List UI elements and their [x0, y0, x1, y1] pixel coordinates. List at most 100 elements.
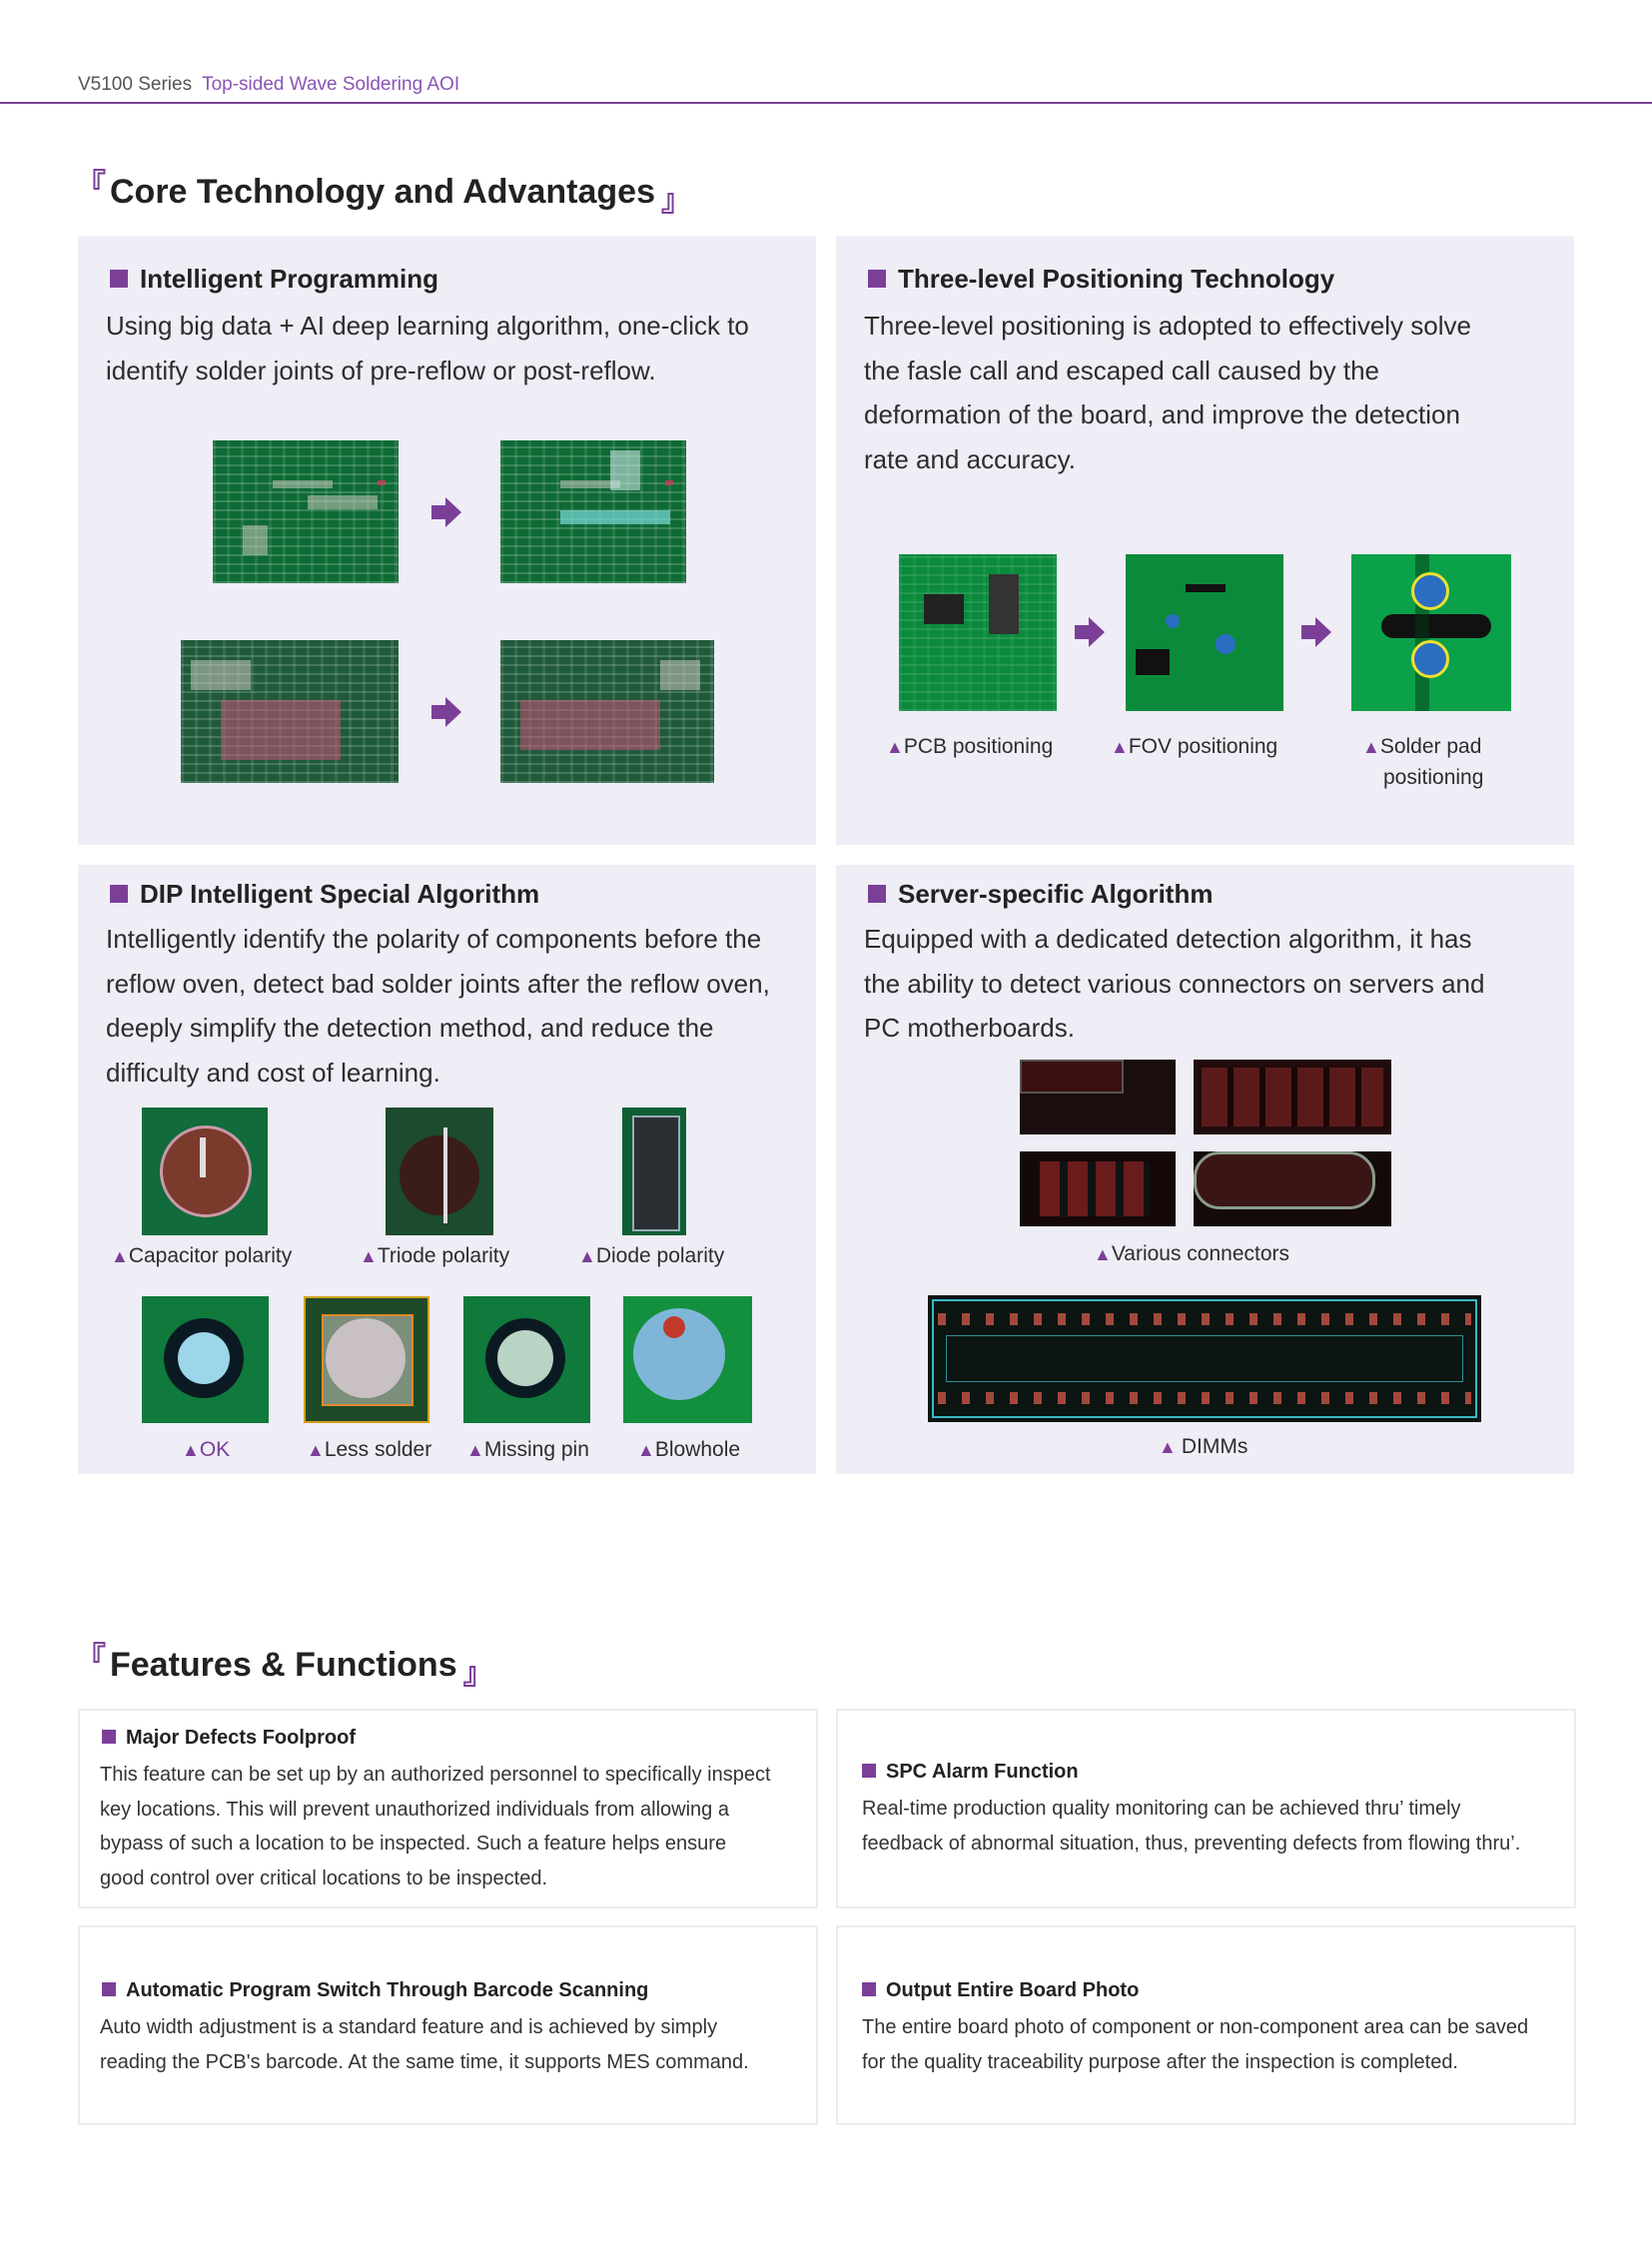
body-line: deeply simplify the detection method, an…: [106, 1013, 714, 1043]
caption-missing-pin: ▲Missing pin: [466, 1434, 589, 1466]
caption-text: Blowhole: [654, 1438, 741, 1461]
body-line: PC motherboards.: [864, 1013, 1075, 1043]
feature-body: This feature can be set up by an authori…: [100, 1758, 809, 1895]
triangle-icon: ▲: [637, 1440, 655, 1460]
dimm-image: [928, 1295, 1481, 1422]
caption-solder-pad-line2: positioning: [1383, 766, 1484, 789]
body-line: feedback of abnormal situation, thus, pr…: [862, 1832, 1521, 1855]
square-bullet-icon: [862, 1981, 876, 1996]
triangle-icon: ▲: [1111, 737, 1129, 757]
caption-text: Capacitor polarity: [128, 1244, 293, 1267]
less-solder-image: [304, 1296, 429, 1423]
body-line: Real-time production quality monitoring …: [862, 1798, 1461, 1820]
body-line: rate and accuracy.: [864, 443, 1076, 474]
triangle-icon: ▲: [466, 1440, 484, 1460]
pcb-positioning-image: [899, 554, 1057, 711]
caption-diode-polarity: ▲Diode polarity: [578, 1240, 724, 1272]
caption-ok: ▲OK: [182, 1434, 230, 1466]
connector-image-2: [1194, 1060, 1391, 1134]
pcb-image-post: [500, 440, 686, 583]
triangle-icon: ▲: [111, 1246, 129, 1266]
body-line: This feature can be set up by an authori…: [100, 1764, 771, 1786]
square-bullet-icon: [110, 270, 128, 289]
feature-title: Output Entire Board Photo: [862, 1979, 1139, 2002]
caption-text: FOV positioning: [1128, 735, 1278, 758]
ok-solder-image: [142, 1296, 269, 1423]
caption-text: Less solder: [324, 1438, 432, 1461]
triangle-icon: ▲: [182, 1440, 200, 1460]
caption-text: Various connectors: [1111, 1242, 1290, 1265]
feature-title: Automatic Program Switch Through Barcode…: [102, 1979, 648, 2002]
body-line: the ability to detect various connectors…: [864, 968, 1485, 999]
triangle-icon: ▲: [1159, 1437, 1182, 1457]
body-line: Three-level positioning is adopted to ef…: [864, 311, 1471, 341]
body-line: reflow oven, detect bad solder joints af…: [106, 968, 770, 999]
caption-capacitor-polarity: ▲Capacitor polarity: [111, 1240, 292, 1272]
body-line: Auto width adjustment is a standard feat…: [100, 2016, 718, 2038]
panel-title: Three-level Positioning Technology: [868, 264, 1334, 295]
caption-less-solder: ▲Less solder: [307, 1434, 431, 1466]
triangle-icon: ▲: [360, 1246, 378, 1266]
features-section-title: 『Features & Functions』: [76, 1641, 493, 1691]
triangle-icon: ▲: [578, 1246, 596, 1266]
panel-body: Equipped with a dedicated detection algo…: [864, 917, 1563, 1051]
fov-positioning-image: [1126, 554, 1283, 711]
bracket-open-icon: 『: [76, 1642, 106, 1675]
panel-body: Using big data + AI deep learning algori…: [106, 304, 805, 392]
feature-title: SPC Alarm Function: [862, 1761, 1079, 1784]
panel-title: Intelligent Programming: [110, 264, 438, 295]
features-title-text: Features & Functions: [110, 1646, 457, 1684]
connector-image-1: [1020, 1060, 1176, 1134]
feature-body: Real-time production quality monitoring …: [862, 1792, 1571, 1861]
caption-text: Diode polarity: [595, 1244, 725, 1267]
body-line: Equipped with a dedicated detection algo…: [864, 924, 1472, 954]
body-line: the fasle call and escaped call caused b…: [864, 355, 1380, 385]
panel-title-text: Intelligent Programming: [140, 264, 439, 294]
feature-title-text: Automatic Program Switch Through Barcode…: [126, 1979, 649, 2001]
body-line: Using big data + AI deep learning algori…: [106, 311, 749, 341]
square-bullet-icon: [110, 885, 128, 904]
body-line: bypass of such a location to be inspecte…: [100, 1833, 727, 1855]
panel-dip-algorithm: DIP Intelligent Special Algorithm Intell…: [78, 865, 816, 1474]
header-rule: [0, 0, 1652, 104]
core-title-text: Core Technology and Advantages: [110, 173, 655, 211]
body-line: deformation of the board, and improve th…: [864, 399, 1460, 429]
connector-image-3: [1020, 1151, 1176, 1226]
missing-pin-image: [463, 1296, 590, 1423]
blowhole-image: [623, 1296, 752, 1423]
triangle-icon: ▲: [1094, 1244, 1112, 1264]
feature-title-text: Output Entire Board Photo: [886, 1979, 1140, 2001]
arrow-right-icon: [431, 497, 461, 527]
series-subtitle: Top-sided Wave Soldering AOI: [202, 74, 460, 95]
arrow-right-icon: [1301, 617, 1331, 647]
connector-image-4: [1194, 1151, 1391, 1226]
solder-pad-positioning-image: [1351, 554, 1511, 711]
caption-fov-positioning: ▲FOV positioning: [1111, 731, 1277, 763]
feature-title-text: SPC Alarm Function: [886, 1761, 1079, 1783]
caption-various-connectors: ▲Various connectors: [1094, 1238, 1289, 1270]
body-line: reading the PCB's barcode. At the same t…: [100, 2050, 749, 2073]
caption-text: DIMMs: [1181, 1435, 1248, 1458]
body-line: good control over critical locations to …: [100, 1867, 548, 1889]
triangle-icon: ▲: [1362, 737, 1380, 757]
caption-blowhole: ▲Blowhole: [637, 1434, 740, 1466]
feature-barcode-switch: Automatic Program Switch Through Barcode…: [78, 1925, 818, 2125]
capacitor-polarity-image: [142, 1108, 268, 1235]
feature-major-defects: Major Defects Foolproof This feature can…: [78, 1709, 818, 1908]
panel-three-level-positioning: Three-level Positioning Technology Three…: [836, 236, 1574, 845]
caption-text: PCB positioning: [903, 735, 1054, 758]
triode-polarity-image: [386, 1108, 493, 1235]
feature-body: The entire board photo of component or n…: [862, 2010, 1571, 2079]
square-bullet-icon: [102, 1729, 116, 1744]
arrow-right-icon: [431, 697, 461, 727]
diode-polarity-image: [622, 1108, 686, 1235]
bracket-close-icon: 』: [462, 1658, 493, 1691]
core-section-title: 『Core Technology and Advantages』: [76, 168, 691, 218]
feature-spc-alarm: SPC Alarm Function Real-time production …: [836, 1709, 1576, 1908]
caption-triode-polarity: ▲Triode polarity: [360, 1240, 509, 1272]
square-bullet-icon: [102, 1981, 116, 1996]
panel-server-algorithm: Server-specific Algorithm Equipped with …: [836, 865, 1574, 1474]
bracket-open-icon: 『: [76, 169, 106, 202]
feature-title-text: Major Defects Foolproof: [126, 1727, 357, 1749]
